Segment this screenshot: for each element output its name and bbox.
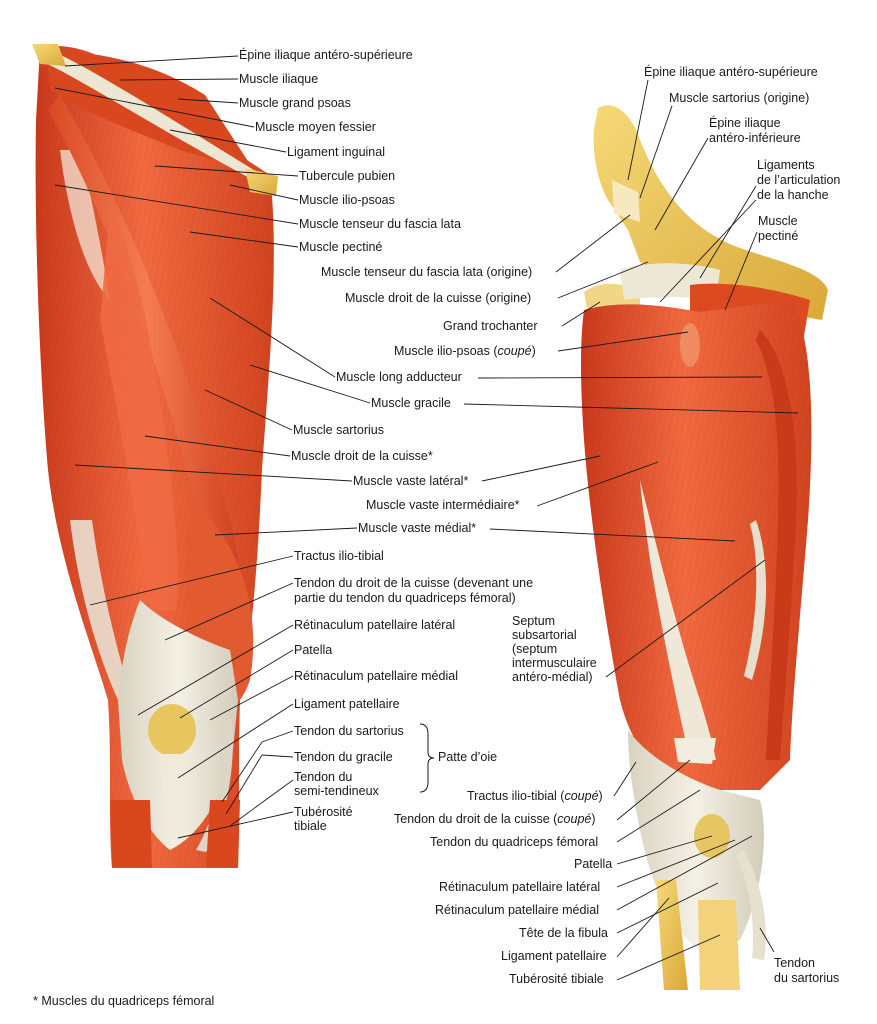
left-leader-lines (54, 55, 371, 839)
label-r-ligaments-1: Ligaments (757, 158, 815, 172)
label-ligament-patellaire: Ligament patellaire (294, 697, 400, 711)
label-tractus-ilio-tibial: Tractus ilio-tibial (294, 549, 384, 563)
label-tendon-gracile: Tendon du gracile (294, 750, 393, 764)
label-ligament-inguinal: Ligament inguinal (287, 145, 385, 159)
label-r-retinaculum-medial: Rétinaculum patellaire médial (435, 903, 599, 917)
label-r-ligaments-3: de la hanche (757, 188, 829, 202)
label-r-septum-2: subsartorial (512, 628, 577, 642)
label-r-tractus-coupe: Tractus ilio-tibial (coupé) (467, 789, 603, 803)
label-grand-psoas: Muscle grand psoas (239, 96, 351, 110)
label-r-tendon-droit-coupe: Tendon du droit de la cuisse (coupé) (394, 812, 596, 826)
label-tendon-semi-1: Tendon du (294, 770, 353, 784)
label-r-eiai-2: antéro-inférieure (709, 131, 801, 145)
label-eias: Épine iliaque antéro-supérieure (239, 48, 413, 62)
label-vaste-medial: Muscle vaste médial* (358, 521, 477, 535)
label-tendon-sartorius: Tendon du sartorius (294, 724, 404, 738)
label-vaste-intermediaire: Muscle vaste intermédiaire* (366, 498, 520, 512)
label-r-tendon-quadriceps: Tendon du quadriceps fémoral (430, 835, 599, 849)
label-muscle-iliaque: Muscle iliaque (239, 72, 319, 86)
left-thigh-drawing (32, 44, 278, 868)
label-patella: Patella (294, 643, 333, 657)
label-r-septum-5: antéro-médial) (512, 670, 593, 684)
label-tendon-droit-1: Tendon du droit de la cuisse (devenant u… (294, 576, 534, 590)
label-retinaculum-medial: Rétinaculum patellaire médial (294, 669, 458, 683)
label-r-tfl-origine: Muscle tenseur du fascia lata (origine) (321, 265, 533, 279)
label-r-tete-fibula: Tête de la fibula (519, 926, 608, 940)
label-r-pectine-2: pectiné (758, 229, 799, 243)
label-ilio-psoas: Muscle ilio-psoas (299, 193, 395, 207)
patte-doie-brace (419, 723, 435, 793)
label-r-ligament-patellaire: Ligament patellaire (501, 949, 607, 963)
label-tuberosite-2: tibiale (294, 819, 327, 833)
label-tuberosite-1: Tubérosité (294, 805, 353, 819)
label-r-patella: Patella (574, 857, 613, 871)
label-r-eias: Épine iliaque antéro-supérieure (644, 65, 818, 79)
label-tubercule-pubien: Tubercule pubien (299, 169, 396, 183)
label-gracile: Muscle gracile (371, 396, 451, 410)
label-tendon-semi-2: semi-tendineux (294, 784, 379, 798)
label-r-tendon-sartorius-1: Tendon (774, 956, 816, 970)
label-r-droit-origine: Muscle droit de la cuisse (origine) (345, 291, 532, 305)
label-r-grand-trochanter: Grand trochanter (443, 319, 538, 333)
label-retinaculum-lateral: Rétinaculum patellaire latéral (294, 618, 456, 632)
label-sartorius: Muscle sartorius (293, 423, 384, 437)
right-thigh-drawing (581, 105, 828, 990)
label-r-tendon-sartorius-2: du sartorius (774, 971, 840, 985)
label-tendon-droit-2: partie du tendon du quadriceps fémoral) (294, 591, 516, 605)
label-r-ilio-psoas-coupe: Muscle ilio-psoas (coupé) (394, 344, 536, 358)
label-pectine: Muscle pectiné (299, 240, 383, 254)
label-r-sartorius-origine: Muscle sartorius (origine) (669, 91, 810, 105)
footnote: * Muscles du quadriceps fémoral (33, 994, 215, 1008)
label-r-ligaments-2: de l’articulation (757, 173, 841, 187)
label-r-retinaculum-lateral: Rétinaculum patellaire latéral (439, 880, 601, 894)
label-tenseur-fascia-lata: Muscle tenseur du fascia lata (299, 217, 461, 231)
label-moyen-fessier: Muscle moyen fessier (255, 120, 376, 134)
label-droit-cuisse: Muscle droit de la cuisse* (291, 449, 433, 463)
right-leader-lines (463, 79, 799, 981)
label-r-septum-4: intermusculaire (512, 656, 597, 670)
label-r-tuberosite: Tubérosité tibiale (509, 972, 604, 986)
label-long-adducteur: Muscle long adducteur (336, 370, 462, 384)
label-r-pectine-1: Muscle (758, 214, 798, 228)
label-r-septum-1: Septum (512, 614, 556, 628)
label-vaste-lateral: Muscle vaste latéral* (353, 474, 469, 488)
label-r-eiai-1: Épine iliaque (709, 116, 781, 130)
label-r-septum-3: (septum (512, 642, 558, 656)
label-patte-doie: Patte d’oie (438, 750, 498, 764)
